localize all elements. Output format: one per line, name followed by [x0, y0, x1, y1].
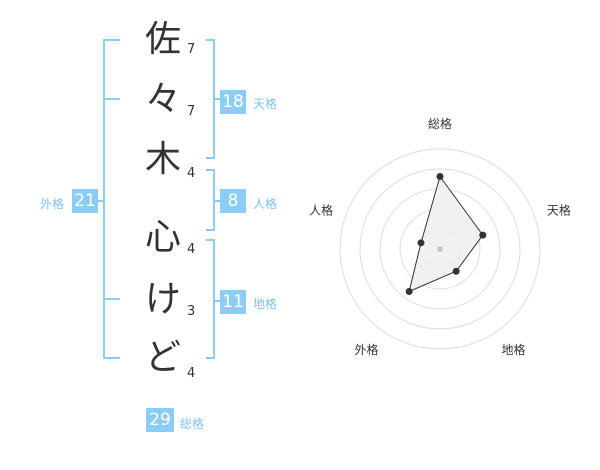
radar-axis-label-2: 天格: [547, 202, 571, 217]
gaikaku-label: 外格: [40, 197, 65, 211]
gaikaku-bracket: [103, 39, 120, 359]
jinkaku-label: 人格: [253, 197, 278, 211]
radar-point-2: [479, 231, 487, 239]
radar-axis-label-5: 人格: [309, 202, 333, 217]
stroke-count-6: 4: [187, 366, 196, 381]
stroke-count-1: 7: [187, 42, 196, 57]
radar-point-1: [436, 173, 444, 180]
name-char-2: 々: [144, 79, 181, 120]
soukaku-label: 総格: [180, 417, 205, 431]
radar-axis-label-4: 外格: [355, 342, 379, 357]
radar-ring-2: [359, 168, 521, 330]
soukaku-badge: 29: [146, 408, 174, 432]
radar-axis-label-3: 地格: [501, 342, 525, 357]
radar-series-polygon: [408, 175, 484, 293]
radar-axis-label-1: 総格: [428, 116, 452, 131]
name-char-6: ど: [144, 337, 181, 378]
stroke-count-3: 4: [187, 166, 196, 181]
stroke-count-4: 4: [187, 242, 196, 257]
stroke-count-5: 3: [187, 304, 196, 319]
name-char-3: 木: [144, 139, 181, 180]
name-char-5: け: [144, 279, 181, 320]
radar-point-3: [452, 267, 460, 275]
radar-point-4: [405, 287, 413, 295]
stroke-count-2: 7: [187, 104, 196, 119]
tenkaku-badge: 18: [220, 90, 246, 114]
name-char-4: 心: [144, 217, 181, 258]
tenkaku-label: 天格: [253, 97, 278, 111]
chikaku-label: 地格: [253, 297, 278, 311]
chikaku-badge: 11: [220, 290, 246, 314]
gaikaku-badge: 21: [72, 189, 98, 213]
name-char-1: 佐: [144, 19, 181, 60]
radar-center-dot: [437, 246, 443, 252]
radar-ring-1: [339, 148, 541, 350]
radar-point-5: [417, 239, 425, 247]
jinkaku-badge: 8: [220, 189, 246, 213]
chikaku-bracket: [206, 239, 215, 359]
